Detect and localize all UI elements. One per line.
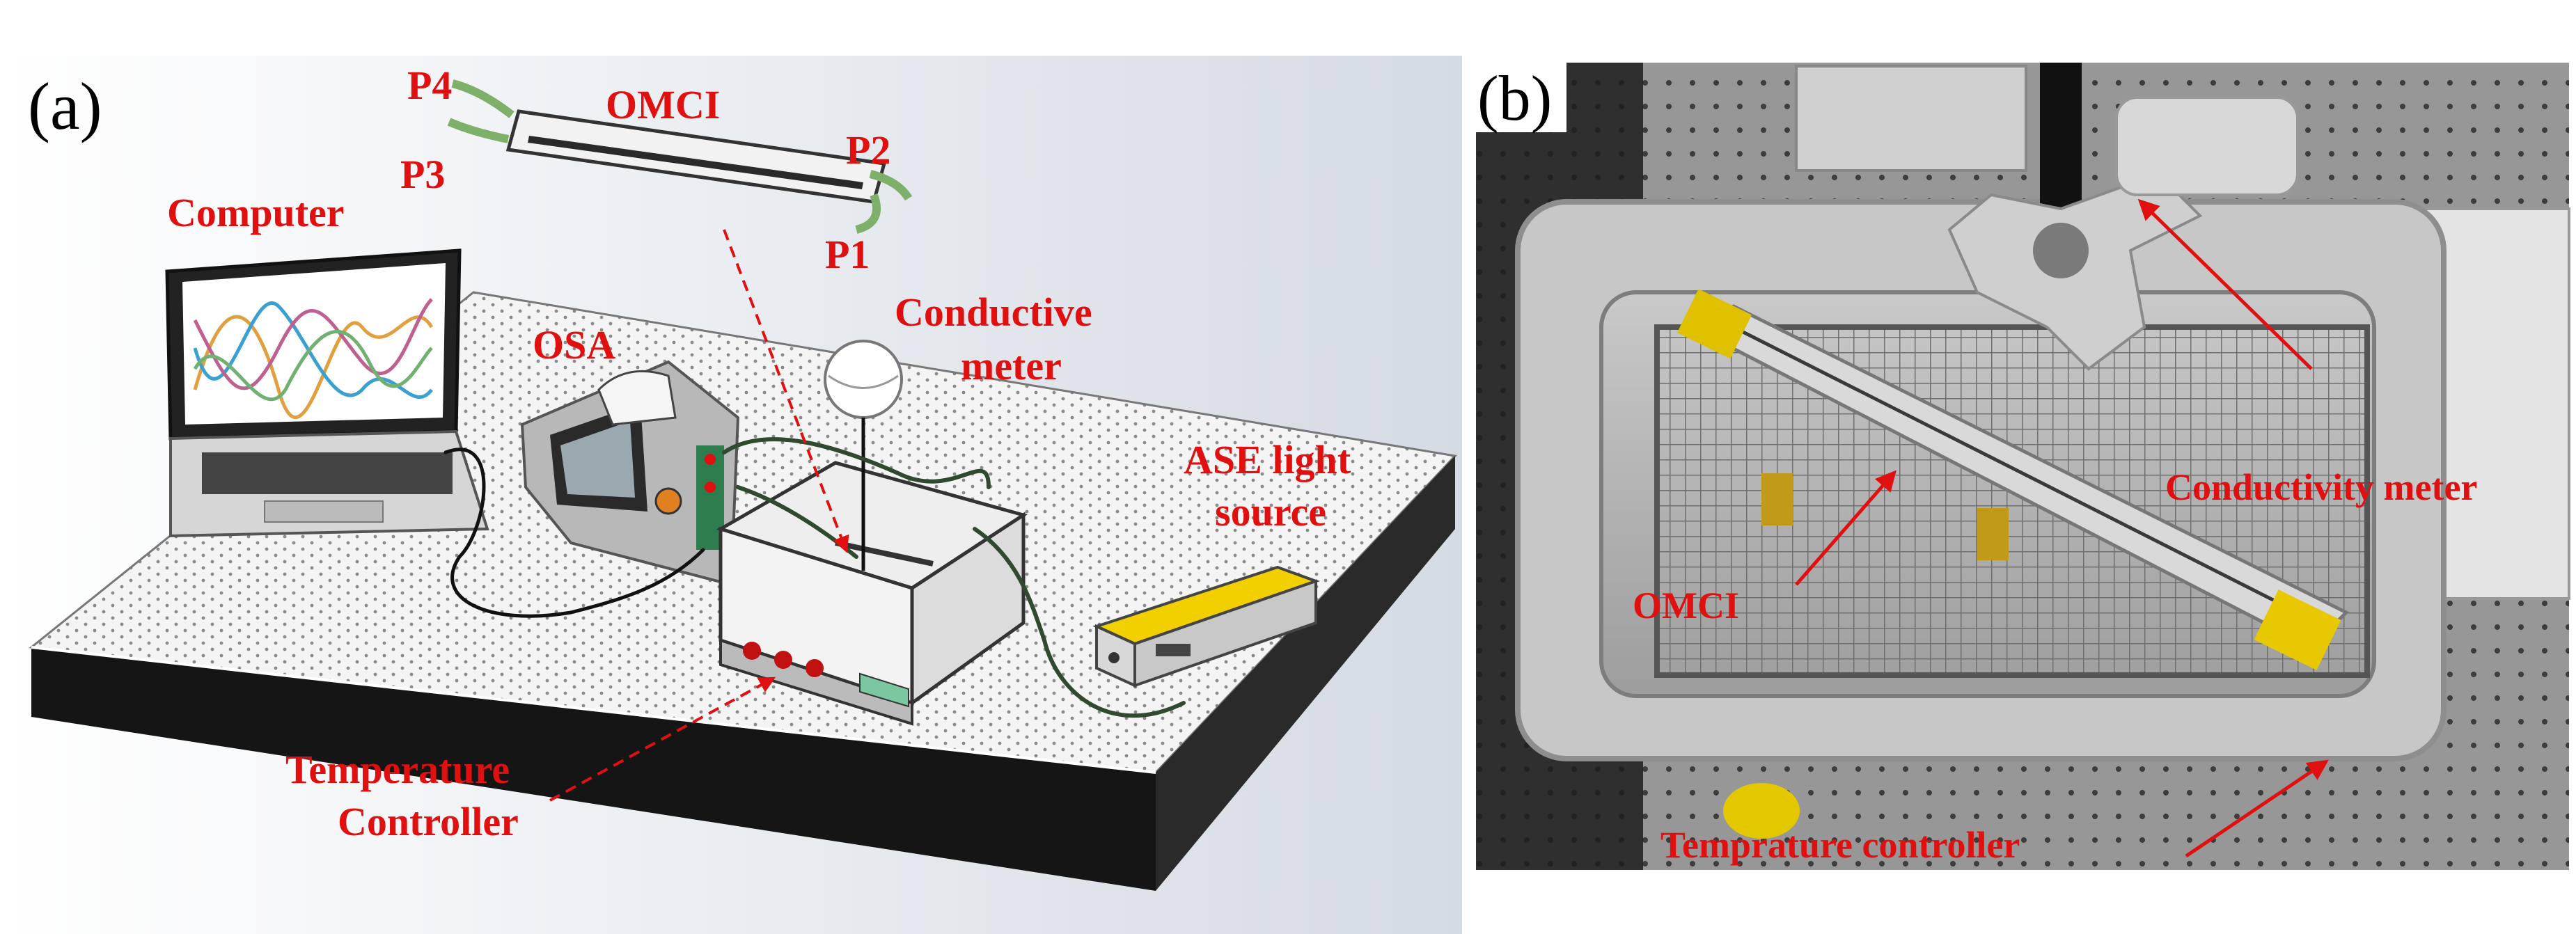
label-p4: P4 [407,63,452,108]
label-p2: P2 [846,127,890,173]
label-omci-b: OMCI [1633,585,1739,626]
label-meter: meter [961,343,1062,388]
yellow-cap [1723,783,1800,839]
panel-a: (a) P4 OMCI P3 P2 P1 Computer OSA Conduc… [0,56,1462,934]
label-controller: Controller [338,799,519,844]
water-bath-box [716,461,1028,726]
label-ase-light: ASE light [1184,437,1351,482]
panel-b-tag: (b) [1477,63,1552,134]
label-computer: Computer [167,190,345,235]
osa-device-icon [520,360,740,587]
laptop-icon [165,248,489,538]
fiber-cables [443,437,1186,718]
label-omci-a: OMCI [606,82,720,127]
panel-a-tag: (a) [28,69,102,143]
temp-controller-arrow [2185,759,2329,858]
ase-light-source-icon [1092,565,1320,688]
omci-pointer-arrow [723,229,849,553]
label-source: source [1215,489,1326,535]
omci-device-icon [447,79,913,234]
temperature-pointer-arrow [549,676,776,802]
omci-arrow-b [1795,470,1896,586]
omci-tube [1676,289,2350,670]
cuvette-left [1761,473,1793,525]
conductivity-arrow [2137,198,2313,370]
label-p1: P1 [825,232,870,277]
label-temperature: Temperature [285,747,510,792]
label-conductive: Conductive [895,290,1092,335]
label-temprature-controller: Temprature controller [1660,824,2020,866]
conductivity-meter-probe [1947,63,2299,371]
label-conductivity-meter: Conductivity meter [2165,466,2477,508]
panel-b-photo: (b) Conductivity meter OMCI Temprature c… [1476,63,2570,870]
label-osa: OSA [533,322,615,367]
conductive-meter-icon [824,340,903,571]
label-p3: P3 [400,152,445,197]
cuvette-center [1977,508,2009,560]
